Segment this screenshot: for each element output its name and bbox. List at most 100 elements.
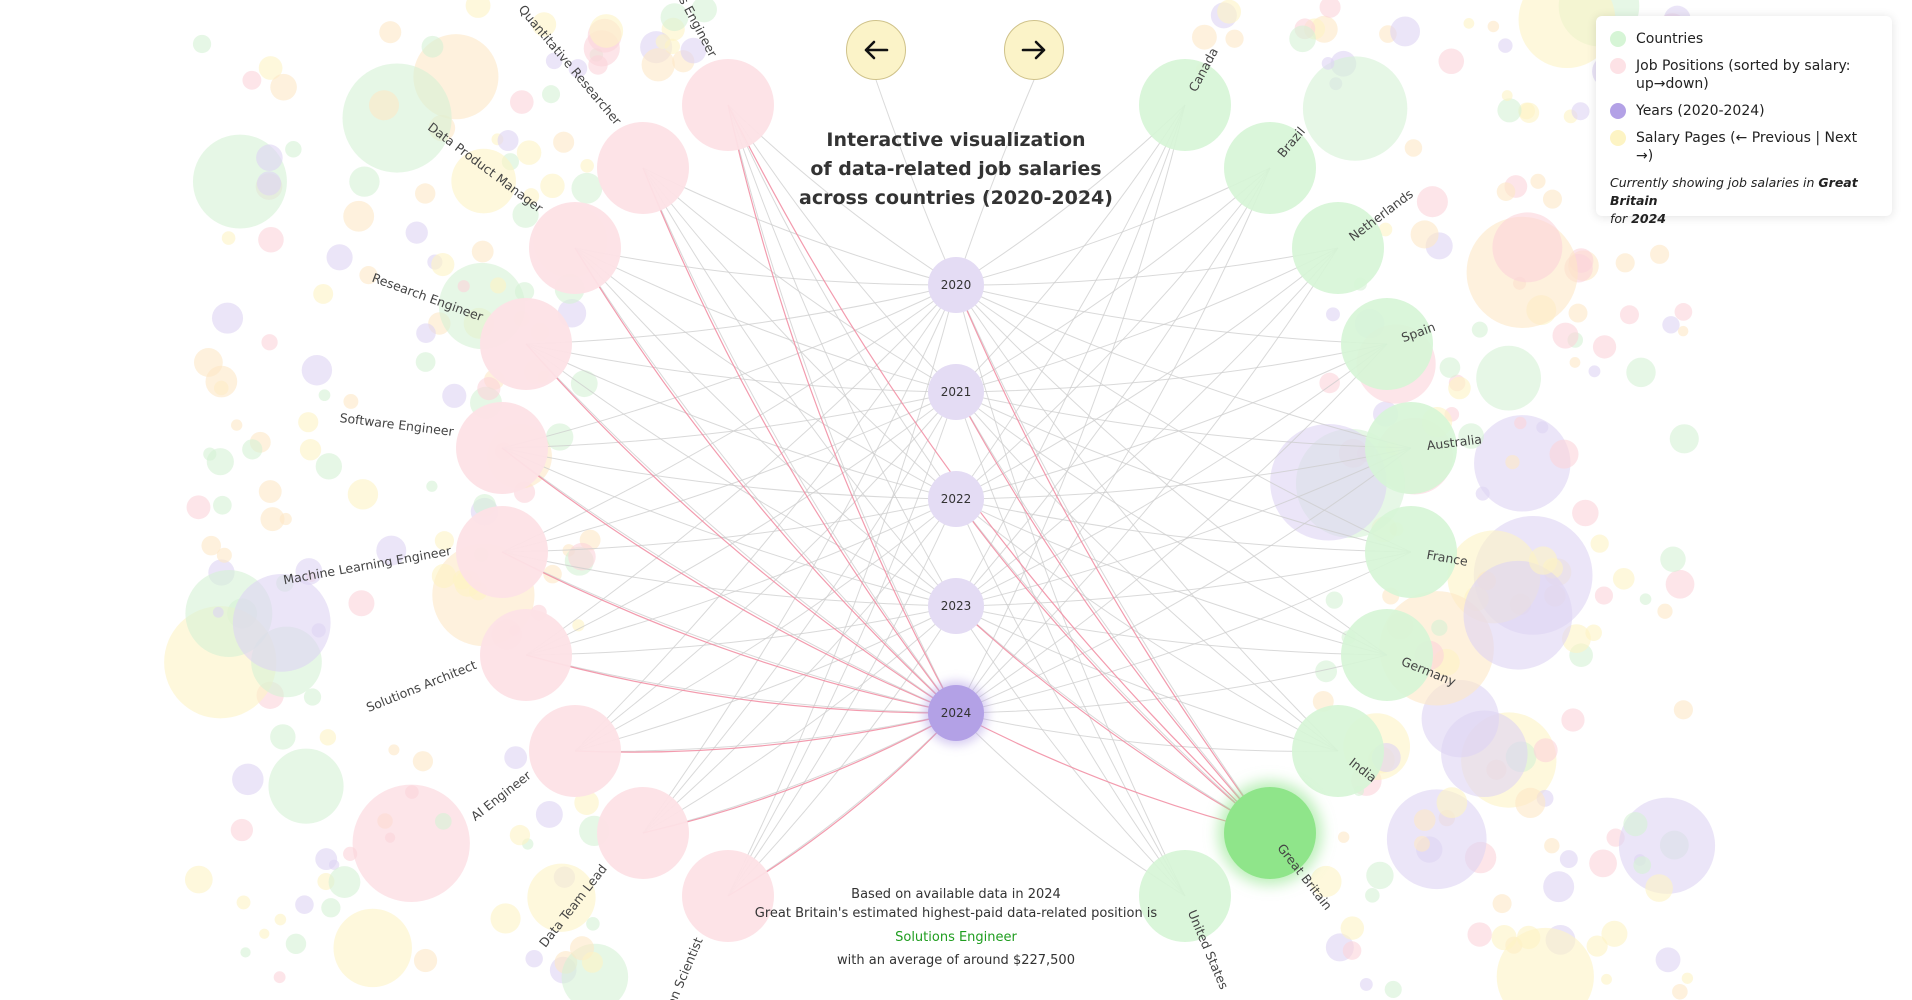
year-circle[interactable] xyxy=(928,364,984,420)
background-bubble xyxy=(1681,972,1694,984)
background-bubble xyxy=(232,573,331,672)
job-circle[interactable] xyxy=(456,402,548,494)
country-node-india[interactable]: India xyxy=(1292,705,1384,797)
background-bubble xyxy=(295,895,314,914)
background-bubble xyxy=(342,63,452,173)
country-node-great-britain[interactable]: Great Britain xyxy=(1218,781,1335,913)
country-year-link xyxy=(955,605,1186,897)
job-circle[interactable] xyxy=(456,506,548,598)
background-bubble xyxy=(1340,916,1365,940)
background-bubble xyxy=(295,558,323,585)
legend-note-middle: for xyxy=(1610,211,1632,226)
country-circle[interactable] xyxy=(1139,59,1231,151)
country-circle[interactable] xyxy=(1224,787,1316,879)
country-node-france[interactable]: France xyxy=(1365,506,1469,598)
country-circle[interactable] xyxy=(1139,850,1231,942)
legend-dot-salary-pages xyxy=(1610,130,1626,146)
job-year-link xyxy=(727,605,957,897)
year-circle[interactable] xyxy=(928,685,984,741)
country-year-link xyxy=(955,498,1388,656)
year-circle[interactable] xyxy=(928,471,984,527)
background-bubble xyxy=(1586,935,1608,957)
background-bubble xyxy=(477,377,501,401)
background-bubble xyxy=(1497,98,1522,123)
background-bubble xyxy=(184,865,213,894)
job-circle[interactable] xyxy=(597,787,689,879)
background-bubble xyxy=(326,244,353,271)
year-circle[interactable] xyxy=(928,578,984,634)
country-node-spain[interactable]: Spain xyxy=(1341,298,1437,390)
background-bubble xyxy=(1672,983,1688,1000)
year-node-2020[interactable]: 2020 xyxy=(928,257,984,313)
country-circle[interactable] xyxy=(1365,506,1457,598)
background-bubble xyxy=(298,412,319,433)
background-bubble xyxy=(1378,222,1393,237)
background-bubble xyxy=(343,200,375,232)
year-circle[interactable] xyxy=(928,257,984,313)
year-node-2024[interactable]: 2024 xyxy=(924,681,988,745)
country-node-australia[interactable]: Australia xyxy=(1365,402,1483,494)
country-label: France xyxy=(1426,547,1470,569)
background-bubble xyxy=(321,898,341,918)
job-year-link xyxy=(574,247,957,607)
background-bubble xyxy=(1669,424,1699,454)
background-bubble xyxy=(1315,660,1338,683)
country-circle[interactable] xyxy=(1341,298,1433,390)
year-node-2021[interactable]: 2021 xyxy=(928,364,984,420)
job-circle[interactable] xyxy=(682,59,774,151)
job-circle[interactable] xyxy=(529,705,621,797)
country-year-link xyxy=(955,247,1339,393)
job-year-link xyxy=(501,551,957,607)
country-circle[interactable] xyxy=(1341,609,1433,701)
country-circle[interactable] xyxy=(1292,202,1384,294)
background-bubble xyxy=(1601,920,1628,947)
legend-dot-years xyxy=(1610,103,1626,119)
job-year-link xyxy=(574,391,957,752)
background-bubble xyxy=(211,302,244,334)
previous-page-button[interactable] xyxy=(846,20,906,80)
background-bubble xyxy=(490,277,507,294)
job-node-software-engineer[interactable]: Software Engineer xyxy=(339,402,548,494)
job-circle[interactable] xyxy=(480,609,572,701)
job-circle[interactable] xyxy=(480,298,572,390)
background-bubble xyxy=(1471,321,1488,338)
year-node-2022[interactable]: 2022 xyxy=(928,471,984,527)
background-bubble xyxy=(1487,20,1500,33)
background-bubble xyxy=(1413,809,1436,831)
country-node-germany[interactable]: Germany xyxy=(1341,609,1459,701)
job-circle[interactable] xyxy=(597,122,689,214)
background-bubble xyxy=(352,784,470,902)
background-bubble xyxy=(1645,874,1673,902)
legend-label-salary-pages: Salary Pages (← Previous | Next →) xyxy=(1636,130,1858,164)
summary-average-salary: with an average of around $227,500 xyxy=(837,953,1075,968)
legend-label-countries: Countries xyxy=(1636,31,1704,47)
salary-summary: Based on available data in 2024 Great Br… xyxy=(706,885,1206,971)
background-bubble xyxy=(333,908,412,988)
background-bubble xyxy=(1543,871,1575,903)
country-circle[interactable] xyxy=(1292,705,1384,797)
background-bubble xyxy=(1319,0,1341,18)
next-page-button[interactable] xyxy=(1004,20,1064,80)
job-year-link xyxy=(574,247,957,393)
country-circle[interactable] xyxy=(1224,122,1316,214)
background-bubble xyxy=(212,606,224,618)
background-bubble xyxy=(1601,973,1612,985)
country-node-netherlands[interactable]: Netherlands xyxy=(1292,186,1416,294)
country-node-brazil[interactable]: Brazil xyxy=(1224,122,1316,214)
year-node-2023[interactable]: 2023 xyxy=(928,578,984,634)
job-circle[interactable] xyxy=(682,850,774,942)
country-circle[interactable] xyxy=(1365,402,1457,494)
legend-item-salary-pages: Salary Pages (← Previous | Next →) xyxy=(1610,129,1878,165)
job-circle[interactable] xyxy=(529,202,621,294)
job-node-machine-learning-engineer[interactable]: Machine Learning Engineer xyxy=(282,506,548,598)
year-label: 2020 xyxy=(941,278,972,292)
job-year-link xyxy=(727,391,957,897)
highlighted-job-link xyxy=(574,247,957,714)
background-bubble xyxy=(512,201,539,228)
background-bubble xyxy=(589,14,624,48)
background-bubble xyxy=(232,763,264,796)
background-bubble xyxy=(1302,56,1408,161)
country-year-link xyxy=(955,167,1271,607)
background-bubble xyxy=(421,35,444,58)
country-year-link xyxy=(955,284,1412,449)
